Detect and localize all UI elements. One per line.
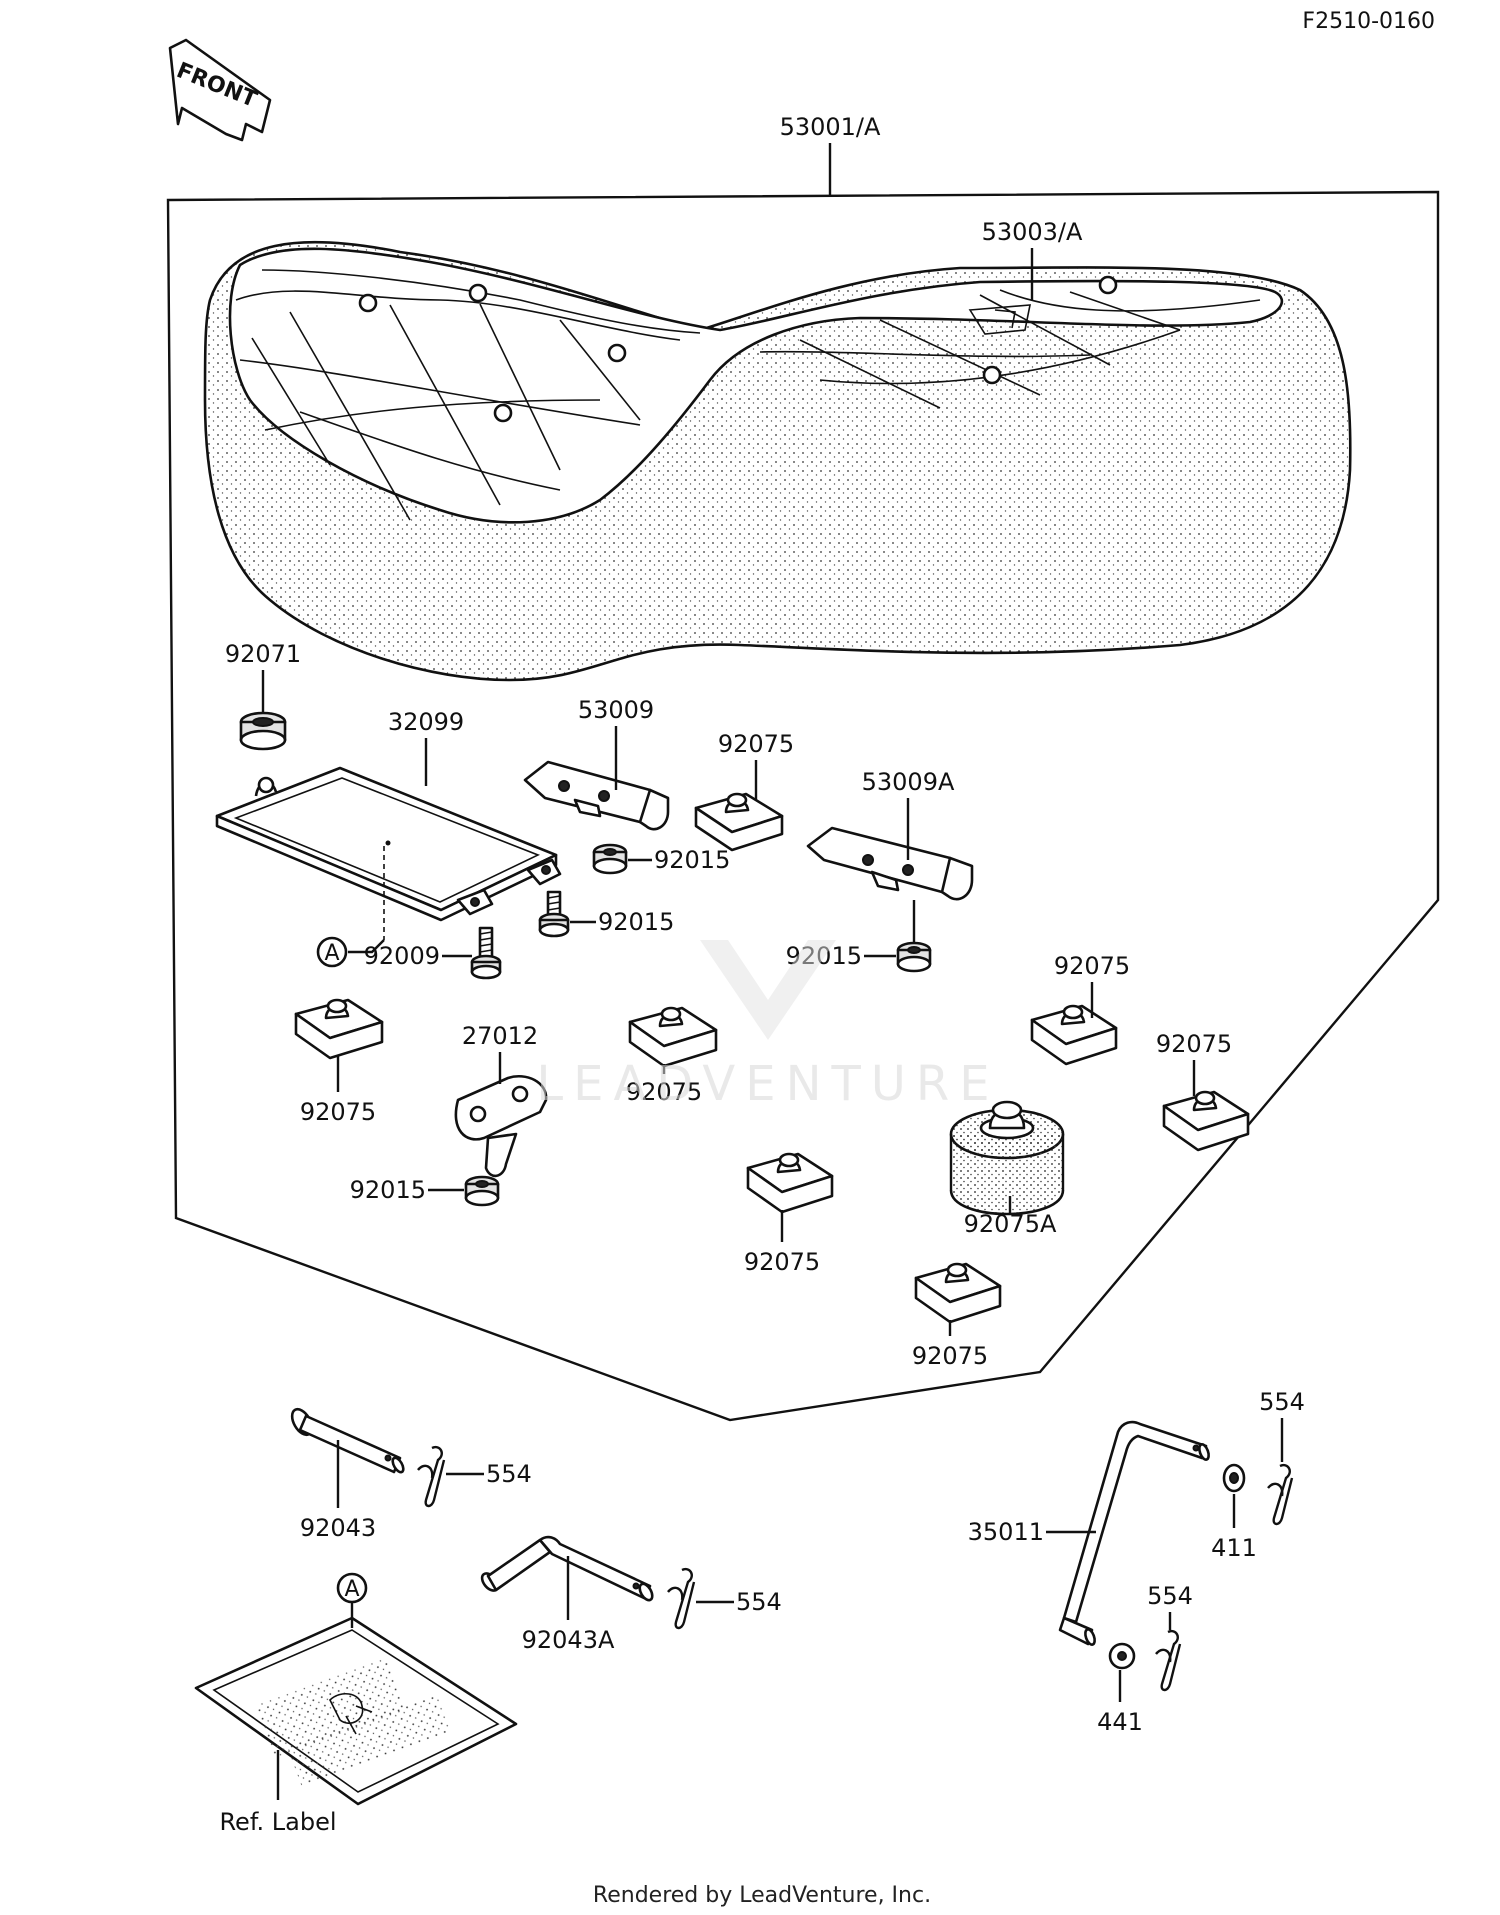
damper-92075-c: [628, 1006, 718, 1068]
part-554-c-label: 554: [1259, 1388, 1305, 1416]
screw-92009: [470, 926, 502, 980]
part-92075a-label: 92075A: [964, 1210, 1057, 1238]
part-92075-c-label: 92075: [626, 1078, 702, 1106]
damper-92075-f: [746, 1152, 834, 1214]
clip-554-c: [1267, 1463, 1294, 1526]
part-92075-a-label: 92075: [300, 1098, 376, 1126]
part-92075-g-label: 92075: [912, 1342, 988, 1370]
part-32099-label: 32099: [388, 708, 464, 736]
ref-a-tray-circle: [316, 936, 348, 968]
part-92075-b-label: 92075: [718, 730, 794, 758]
ref-label-sheet: [194, 1616, 518, 1806]
watermark-text: LEADVENTURE: [536, 1056, 999, 1112]
ref-a-label-circle: [336, 1572, 368, 1604]
part-441-label: 441: [1097, 1708, 1143, 1736]
washer-441: [1108, 1642, 1136, 1670]
pin-92043a: [480, 1535, 654, 1602]
part-92015-a-label: 92015: [654, 846, 730, 874]
bracket-53009a: [806, 826, 974, 901]
damper-92075a: [949, 1100, 1065, 1216]
part-92015-c-label: 92015: [350, 1176, 426, 1204]
ref-a-label-label: A: [344, 1577, 359, 1602]
part-554-d-label: 554: [1147, 1582, 1193, 1610]
damper-92075-e: [1162, 1090, 1250, 1152]
tray-32099: [215, 766, 562, 922]
part-53003-label: 53003/A: [982, 218, 1083, 246]
footer-rendered-by: Rendered by LeadVenture, Inc.: [593, 1883, 931, 1908]
ref-a-tray-label: A: [324, 941, 339, 966]
seat-top: [228, 247, 1284, 524]
part-554-b-label: 554: [736, 1588, 782, 1616]
nut-92015-c: [464, 1175, 500, 1207]
clip-554-b: [667, 1567, 696, 1630]
clip-554-a: [417, 1445, 446, 1508]
part-53009a-label: 53009A: [862, 768, 955, 796]
grommet-92071: [239, 711, 287, 751]
damper-92075-b: [694, 792, 784, 852]
washer-411: [1222, 1463, 1246, 1493]
part-27012-label: 27012: [462, 1022, 538, 1050]
rod-35011: [1058, 1420, 1210, 1646]
damper-92075-a: [294, 998, 384, 1060]
part-92043-label: 92043: [300, 1514, 376, 1542]
ref-label-text: Ref. Label: [219, 1808, 336, 1836]
clip-554-d: [1155, 1629, 1182, 1692]
part-35011-label: 35011: [968, 1518, 1044, 1546]
front-arrow-icon: FRONT: [168, 38, 272, 142]
part-92015-b-label: 92015: [598, 908, 674, 936]
nut-92015-a: [592, 843, 628, 875]
nut-92015-d: [896, 941, 932, 973]
part-92009-label: 92009: [364, 942, 440, 970]
part-411-label: 411: [1211, 1534, 1257, 1562]
part-92043a-label: 92043A: [522, 1626, 615, 1654]
damper-92075-g: [914, 1262, 1002, 1324]
watermark-logo-icon: [700, 940, 836, 1040]
screw-92015-b: [538, 890, 570, 938]
drawing-code: F2510-0160: [1302, 9, 1435, 34]
part-53001-label: 53001/A: [780, 113, 881, 141]
pin-92043: [290, 1407, 405, 1474]
damper-92075-d: [1030, 1004, 1118, 1066]
part-554-a-label: 554: [486, 1460, 532, 1488]
bracket-53009: [523, 760, 670, 831]
part-92071-label: 92071: [225, 640, 301, 668]
leader-ref-a-tray: [348, 939, 385, 954]
hook-27012: [454, 1075, 548, 1178]
part-53009-label: 53009: [578, 696, 654, 724]
part-92075-f-label: 92075: [744, 1248, 820, 1276]
seat-illustration: [203, 240, 1352, 682]
part-92075-d-label: 92075: [1054, 952, 1130, 980]
part-92075-e-label: 92075: [1156, 1030, 1232, 1058]
kit-outline: [166, 190, 1440, 1422]
